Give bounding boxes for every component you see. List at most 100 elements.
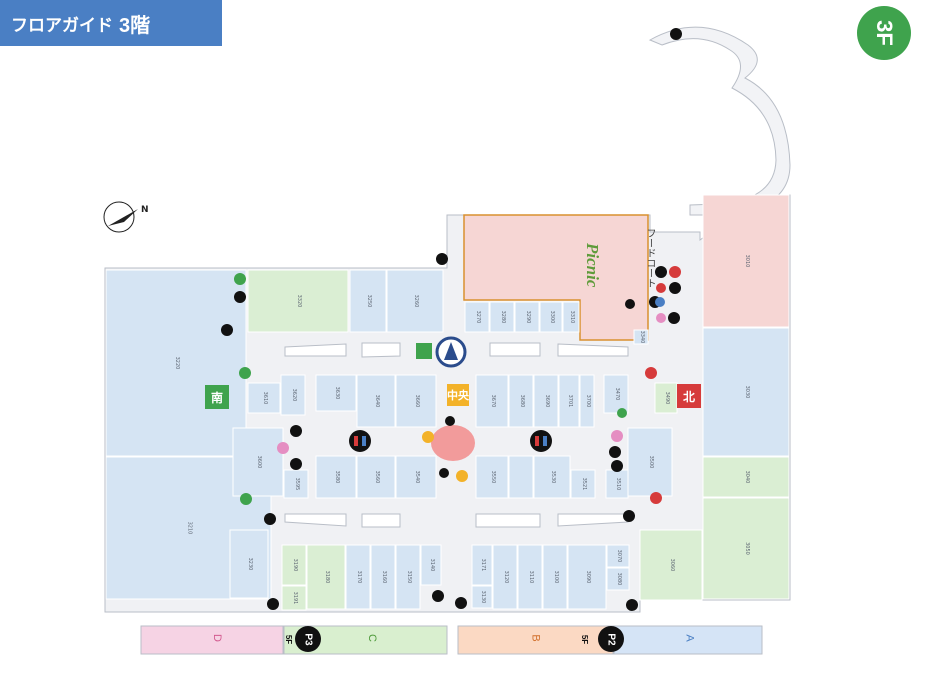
- store-number: 3310: [569, 311, 575, 324]
- store-number: 3510: [615, 478, 621, 491]
- store-number: 3270: [475, 311, 481, 324]
- store-number: 3640: [374, 395, 380, 408]
- store-number: 3610: [262, 392, 268, 405]
- store-3040: [702, 456, 790, 498]
- store-number: 3595: [294, 478, 300, 491]
- parking-p2[interactable]: P2: [598, 626, 624, 652]
- store-3701: [558, 374, 580, 428]
- store-3171: [471, 544, 493, 586]
- store-3050: [702, 497, 790, 600]
- store-number: 3340: [639, 331, 645, 344]
- store-3140: [420, 544, 442, 586]
- restroom-icon[interactable]: [530, 430, 552, 452]
- store-3530: [533, 455, 571, 499]
- store-3640: [356, 374, 396, 428]
- header-title: フロアガイド: [11, 15, 113, 35]
- zone-d: [140, 625, 284, 655]
- compass: [103, 201, 138, 233]
- zone-c-label: C: [365, 634, 378, 642]
- center-entrance-tag: 中央: [447, 384, 469, 406]
- store-3170: [345, 544, 371, 610]
- store-3300: [539, 301, 563, 333]
- store-3340: [633, 329, 649, 345]
- ramp-curve: [648, 26, 791, 216]
- store-number: 3150: [406, 571, 412, 584]
- store-3120: [492, 544, 518, 610]
- store-number: 3080: [616, 573, 622, 586]
- store-number: 3210: [187, 522, 193, 535]
- store-3690: [533, 374, 559, 428]
- compass-north-label: N: [141, 205, 149, 215]
- store-number: 3120: [503, 571, 509, 584]
- store-number: 3180: [324, 571, 330, 584]
- store-number: 3660: [414, 395, 420, 408]
- store-3560: [356, 455, 396, 499]
- store-number: 3130: [480, 591, 486, 604]
- store-number: 3260: [413, 295, 419, 308]
- store-number: 3670: [490, 395, 496, 408]
- store-3191: [281, 585, 307, 611]
- tree-icon: [435, 336, 467, 368]
- store-3670: [475, 374, 509, 428]
- header-floor: 3階: [119, 14, 151, 37]
- store-3580: [315, 455, 357, 499]
- corridor-benches: [284, 342, 629, 528]
- store-3700: [579, 374, 595, 428]
- store-number: 3680: [519, 395, 525, 408]
- info-icon[interactable]: [234, 266, 681, 505]
- foodcourt-label: フードコート: [644, 228, 655, 288]
- north-entrance-tag: 北: [677, 384, 701, 408]
- store-3610: [247, 382, 281, 414]
- store-3320: [247, 269, 349, 333]
- store-number: 3690: [544, 395, 550, 408]
- exit-sign: [416, 343, 432, 359]
- store-number: 3110: [528, 571, 534, 584]
- store-number: 3090: [585, 571, 591, 584]
- store-3600: [232, 427, 284, 497]
- store-number: 3171: [480, 559, 486, 572]
- store-number: 3490: [664, 392, 670, 405]
- center-stage: [431, 425, 475, 461]
- wheelchair-icon[interactable]: [277, 283, 666, 472]
- store-number: 3220: [174, 357, 180, 370]
- store-3310: [562, 301, 580, 333]
- store-3130: [471, 585, 493, 609]
- parking-p3-floor: 5F: [284, 634, 294, 645]
- store-number: 3280: [500, 311, 506, 324]
- store-number: 3190: [292, 559, 298, 572]
- store-number: 3521: [581, 478, 587, 491]
- store-3521: [570, 469, 596, 499]
- store-3060: [639, 529, 703, 601]
- store-number: 3620: [291, 389, 297, 402]
- store-number: 3701: [567, 395, 573, 408]
- zone-a: [613, 625, 763, 655]
- store-number: 3040: [744, 471, 750, 484]
- store-number: 3140: [429, 559, 435, 572]
- floor-badge: 3F: [857, 6, 911, 60]
- store-3100: [542, 544, 568, 610]
- store-3150: [395, 544, 421, 610]
- store-number: 3290: [525, 311, 531, 324]
- south-entrance-tag: 南: [205, 385, 229, 409]
- store-number: 3600: [256, 456, 262, 469]
- store-3270: [464, 301, 490, 333]
- store-number: 3060: [669, 559, 675, 572]
- parking-p3[interactable]: P3: [295, 626, 321, 652]
- zone-d-label: D: [210, 634, 223, 642]
- store-3190: [281, 544, 307, 586]
- store-number: 3500: [648, 456, 654, 469]
- store-3620: [280, 374, 306, 416]
- store-number: 3100: [553, 571, 559, 584]
- page-header: フロアガイド 3階: [0, 0, 222, 46]
- zone-b: [457, 625, 614, 655]
- store-number: 3470: [614, 388, 620, 401]
- store-number: 3580: [334, 471, 340, 484]
- store-3080: [606, 567, 630, 591]
- zone-b-label: B: [529, 634, 542, 642]
- restroom-icon[interactable]: [349, 430, 371, 452]
- store-number: 3560: [374, 471, 380, 484]
- store-3280: [489, 301, 515, 333]
- store-3220: [105, 269, 247, 457]
- store-3660: [395, 374, 437, 428]
- store-3030: [702, 327, 790, 457]
